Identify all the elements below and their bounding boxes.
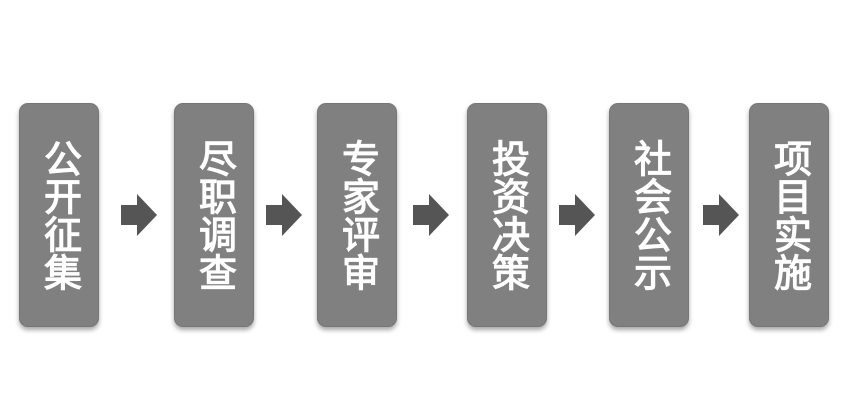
right-arrow-icon — [559, 194, 595, 236]
right-arrow-icon — [413, 194, 449, 236]
step-label-5: 社会公示 — [627, 139, 672, 291]
step-box-5: 社会公示 — [609, 103, 689, 327]
step-box-4: 投资决策 — [467, 103, 547, 327]
step-box-2: 尽职调查 — [174, 103, 254, 327]
right-arrow-icon — [266, 194, 302, 236]
step-label-2: 尽职调查 — [192, 139, 237, 291]
right-arrow-icon — [703, 194, 739, 236]
step-box-6: 项目实施 — [749, 103, 829, 327]
step-label-1: 公开征集 — [37, 139, 82, 291]
right-arrow-icon — [121, 194, 157, 236]
step-label-3: 专家评审 — [335, 139, 380, 291]
step-label-4: 投资决策 — [485, 139, 530, 291]
step-box-3: 专家评审 — [317, 103, 397, 327]
step-box-1: 公开征集 — [19, 103, 99, 327]
step-label-6: 项目实施 — [767, 139, 812, 291]
